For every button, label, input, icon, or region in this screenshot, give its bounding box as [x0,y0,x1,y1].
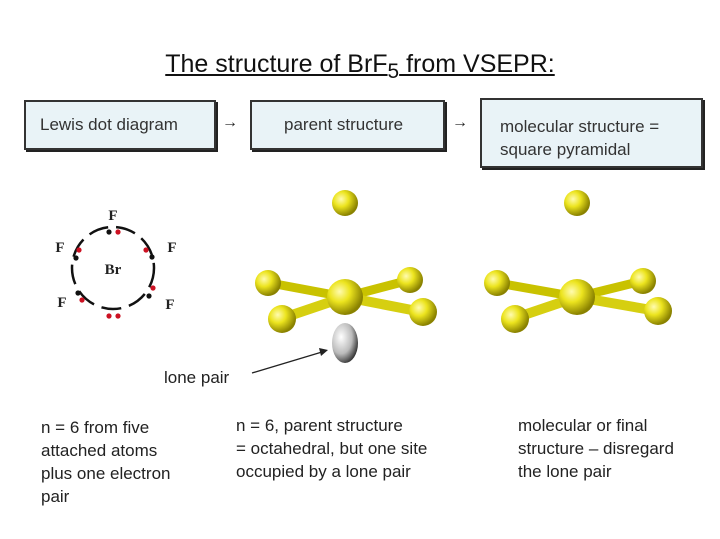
fluorine-atom [484,270,510,296]
caption-middle: n = 6, parent structure = octahedral, bu… [236,414,427,483]
fluorine-label: F [165,297,174,313]
fluorine-label: F [108,208,117,224]
fluorine-atom [268,305,296,333]
fluorine-atom [397,267,423,293]
lone-pair-label: lone pair [164,368,230,387]
box-label: molecular structure = [500,117,660,136]
lewis-structure: Br F F F F F [55,208,177,319]
octahedral-model [255,190,437,363]
fluorine-label: F [55,240,64,256]
caption-line: pair [41,487,70,506]
fluorine-atom [409,298,437,326]
fluorine-atom [332,190,358,216]
bromine-atom [327,279,363,315]
electron-dots [73,229,156,319]
box-label: Lewis dot diagram [40,115,178,134]
caption-line: structure – disregard [518,439,674,458]
parent-structure-box: parent structure [250,100,445,150]
fluorine-label: F [167,240,176,256]
fluorine-atom [564,190,590,216]
square-pyramidal-model [484,190,672,333]
fluorine-atom [644,297,672,325]
caption-line: the lone pair [518,462,612,481]
caption-line: plus one electron [41,464,171,483]
fluorine-atom [255,270,281,296]
caption-line: = octahedral, but one site [236,439,428,458]
bromine-label: Br [105,262,122,278]
arrow-icon: → [452,114,468,131]
lewis-dot-diagram-box: Lewis dot diagram [24,100,216,150]
box-label: parent structure [284,115,404,134]
caption-line: occupied by a lone pair [236,462,411,481]
slide-title: The structure of BrF5 from VSEPR: [165,50,555,83]
caption-line: molecular or final [518,416,648,435]
fluorine-label: F [57,295,66,311]
fluorine-atom [501,305,529,333]
caption-line: n = 6, parent structure [236,416,403,435]
caption-right: molecular or final structure – disregard… [518,414,674,483]
arrow-icon: → [222,114,238,131]
caption-line: n = 6 from five [41,418,150,437]
fluorine-atom [630,268,656,294]
lone-pair-lobe [332,323,358,363]
lone-pair-pointer [251,348,328,374]
bromine-atom [559,279,595,315]
molecular-structure-box: molecular structure = square pyramidal [480,98,703,168]
caption-left: n = 6 from five attached atoms plus one … [41,416,170,508]
caption-line: attached atoms [41,441,158,460]
box-label: square pyramidal [500,140,631,159]
